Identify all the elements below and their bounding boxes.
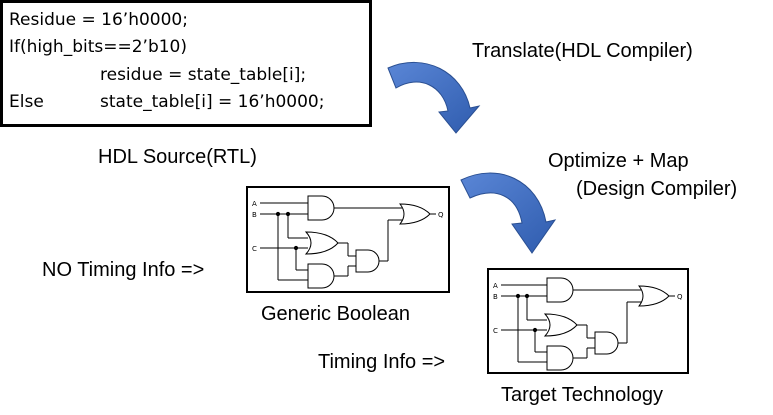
no-timing-label: NO Timing Info =>	[42, 259, 205, 281]
design-compiler-label: (Design Compiler)	[576, 178, 738, 200]
translate-label: Translate(HDL Compiler)	[472, 40, 693, 62]
hdl-code-box: Residue = 16’h0000; If(high_bits==2’b10)…	[0, 0, 372, 127]
pin-a-target: A	[493, 282, 498, 290]
target-technology-circuit: A B C Q	[493, 277, 683, 371]
pin-c-target: C	[493, 327, 498, 335]
generic-boolean-panel: A B C Q	[246, 186, 450, 293]
pin-q: Q	[438, 211, 444, 219]
pin-a: A	[252, 200, 257, 208]
code-line-2: If(high_bits==2’b10)	[9, 37, 187, 57]
target-technology-label: Target Technology	[501, 384, 663, 406]
optimize-label: Optimize + Map	[548, 150, 689, 172]
generic-boolean-circuit: A B C Q	[252, 195, 444, 289]
code-line-4-stmt: state_table[i] = 16’h0000;	[100, 92, 325, 112]
code-line-1: Residue = 16’h0000;	[9, 10, 188, 30]
target-technology-panel: A B C Q	[487, 268, 689, 374]
pin-b-target: B	[493, 293, 498, 301]
generic-boolean-label: Generic Boolean	[261, 303, 410, 325]
translate-arrow	[387, 62, 481, 134]
pin-q-target: Q	[677, 293, 683, 301]
optimize-arrow	[460, 172, 557, 254]
timing-label: Timing Info =>	[318, 351, 446, 373]
pin-c: C	[252, 245, 257, 253]
hdl-source-label: HDL Source(RTL)	[98, 146, 257, 168]
pin-b: B	[252, 211, 257, 219]
code-line-4-else: Else	[9, 92, 44, 112]
code-line-3: residue = state_table[i];	[100, 65, 307, 85]
